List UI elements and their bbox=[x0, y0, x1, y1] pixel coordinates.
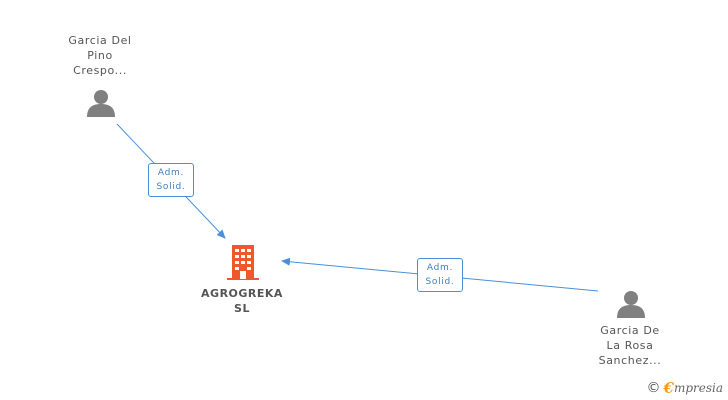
building-icon bbox=[227, 245, 259, 280]
person-icon bbox=[87, 90, 115, 117]
edge-label-badge-2: Adm. Solid. bbox=[417, 258, 463, 292]
copyright-icon: © bbox=[646, 380, 661, 396]
empresia-logo: © € mpresia bbox=[647, 379, 724, 397]
person-icon bbox=[617, 291, 645, 318]
brand-name: mpresia bbox=[673, 381, 723, 395]
person-node-1[interactable]: Garcia Del Pino Crespo... bbox=[48, 33, 152, 78]
company-node[interactable]: AGROGREKA SL bbox=[185, 286, 299, 316]
company-name: AGROGREKA SL bbox=[201, 287, 283, 315]
person-name: Garcia Del Pino Crespo... bbox=[68, 34, 132, 77]
person-name: Garcia De La Rosa Sanchez... bbox=[598, 324, 662, 367]
person-node-2[interactable]: Garcia De La Rosa Sanchez... bbox=[578, 323, 682, 368]
brand-initial: € bbox=[663, 379, 674, 397]
edge-label-badge-1: Adm. Solid. bbox=[148, 163, 194, 197]
